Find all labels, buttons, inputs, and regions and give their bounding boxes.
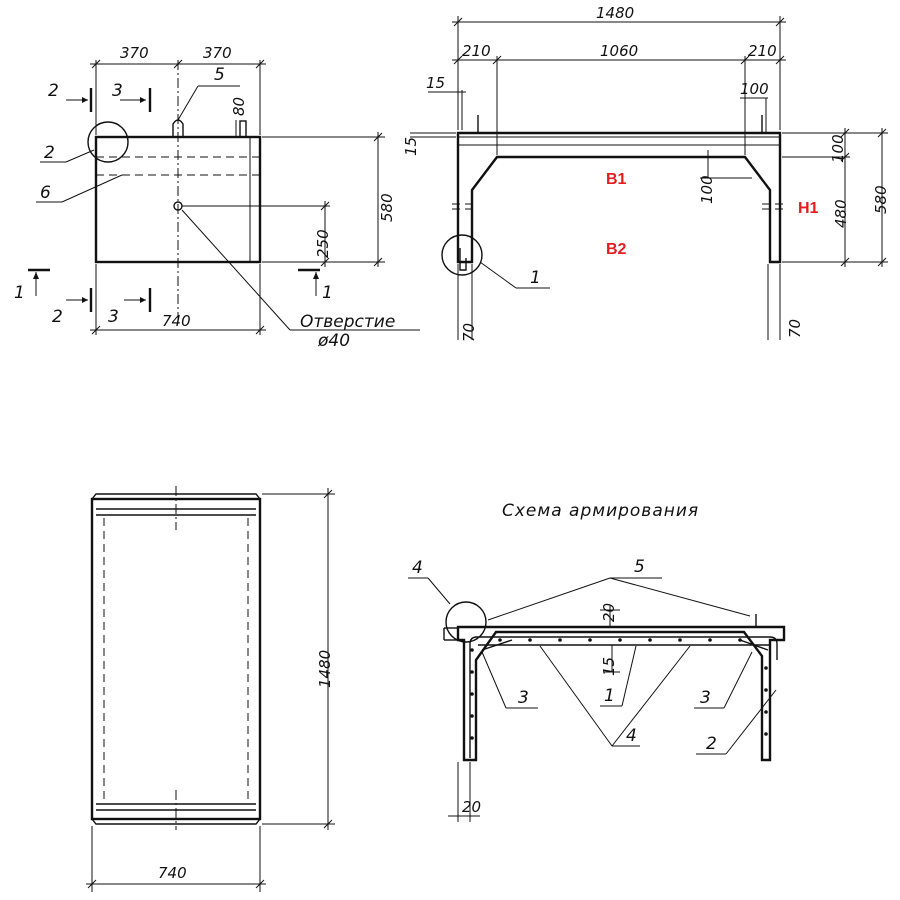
dim-1060: 1060 bbox=[600, 42, 638, 60]
callout-3-right: 3 bbox=[700, 688, 711, 708]
dim-100-top: 100 bbox=[740, 80, 769, 98]
detail-circle-4 bbox=[445, 601, 487, 643]
dim-100-right: 100 bbox=[829, 134, 847, 163]
dim-20-bottom: 20 bbox=[462, 798, 481, 816]
dim-100-inner: 100 bbox=[698, 175, 716, 204]
callout-3-left: 3 bbox=[518, 688, 529, 708]
front-view-outline bbox=[456, 131, 782, 264]
dim-1480-front: 1480 bbox=[596, 4, 634, 22]
dim-250: 250 bbox=[314, 229, 332, 258]
section-2-bottom: 2 bbox=[52, 307, 63, 327]
dim-480: 480 bbox=[832, 199, 850, 228]
loop-insert bbox=[239, 120, 247, 138]
dim-15-vertical: 15 bbox=[402, 137, 420, 156]
dim-70-right: 70 bbox=[786, 319, 804, 338]
rebar-dots bbox=[470, 638, 768, 740]
detail-circle-2 bbox=[87, 121, 129, 163]
dim-370-left: 370 bbox=[120, 44, 149, 62]
callout-2-rebar: 2 bbox=[706, 734, 717, 754]
callout-1-front: 1 bbox=[530, 268, 541, 288]
detail-circle-1 bbox=[441, 234, 483, 276]
reinforcement-title: Схема армирования bbox=[502, 501, 699, 521]
callout-6-side: 6 bbox=[40, 183, 51, 203]
reinforcement-scheme: Схема армирования 4 5 20 15 3 bbox=[408, 501, 786, 822]
section-1-right: 1 bbox=[322, 283, 333, 303]
dim-740-side: 740 bbox=[162, 312, 191, 330]
side-view: 370 370 80 580 250 740 Отверстие ø40 5 2 bbox=[14, 44, 420, 351]
dim-210-left: 210 bbox=[462, 42, 491, 60]
callout-5: 5 bbox=[634, 557, 645, 577]
dim-70-left: 70 bbox=[460, 323, 478, 342]
plan-view-outline bbox=[90, 497, 262, 821]
dim-580-side: 580 bbox=[378, 193, 396, 222]
dim-20-top: 20 bbox=[600, 603, 618, 622]
dim-370-right: 370 bbox=[203, 44, 232, 62]
section-3-bottom: 3 bbox=[108, 307, 119, 327]
section-3-top: 3 bbox=[112, 81, 123, 101]
section-1-left: 1 bbox=[14, 283, 25, 303]
hole-label: Отверстие bbox=[300, 312, 395, 332]
marker-h1: H1 bbox=[798, 200, 819, 217]
callout-4-top: 4 bbox=[412, 558, 423, 578]
marker-b2: B2 bbox=[606, 241, 627, 258]
dim-15-rebar: 15 bbox=[600, 657, 618, 676]
dim-15-front: 15 bbox=[426, 74, 445, 92]
dim-580-front: 580 bbox=[872, 185, 890, 214]
dim-1480-plan: 1480 bbox=[316, 650, 334, 688]
front-view: 1480 210 1060 210 15 100 15 100 480 580 … bbox=[402, 4, 890, 342]
callout-2-side: 2 bbox=[44, 143, 55, 163]
marker-b1: B1 bbox=[606, 171, 627, 188]
dim-740-plan: 740 bbox=[158, 864, 187, 882]
plan-view: 1480 740 bbox=[86, 486, 335, 892]
callout-1-rebar: 1 bbox=[604, 686, 615, 706]
callout-5-side: 5 bbox=[214, 65, 225, 85]
dim-80: 80 bbox=[230, 97, 248, 116]
section-outline bbox=[456, 625, 786, 762]
hole-diameter: ø40 bbox=[317, 331, 350, 351]
section-2-top: 2 bbox=[48, 81, 59, 101]
dim-210-right: 210 bbox=[748, 42, 777, 60]
callout-4-bottom: 4 bbox=[626, 726, 637, 746]
